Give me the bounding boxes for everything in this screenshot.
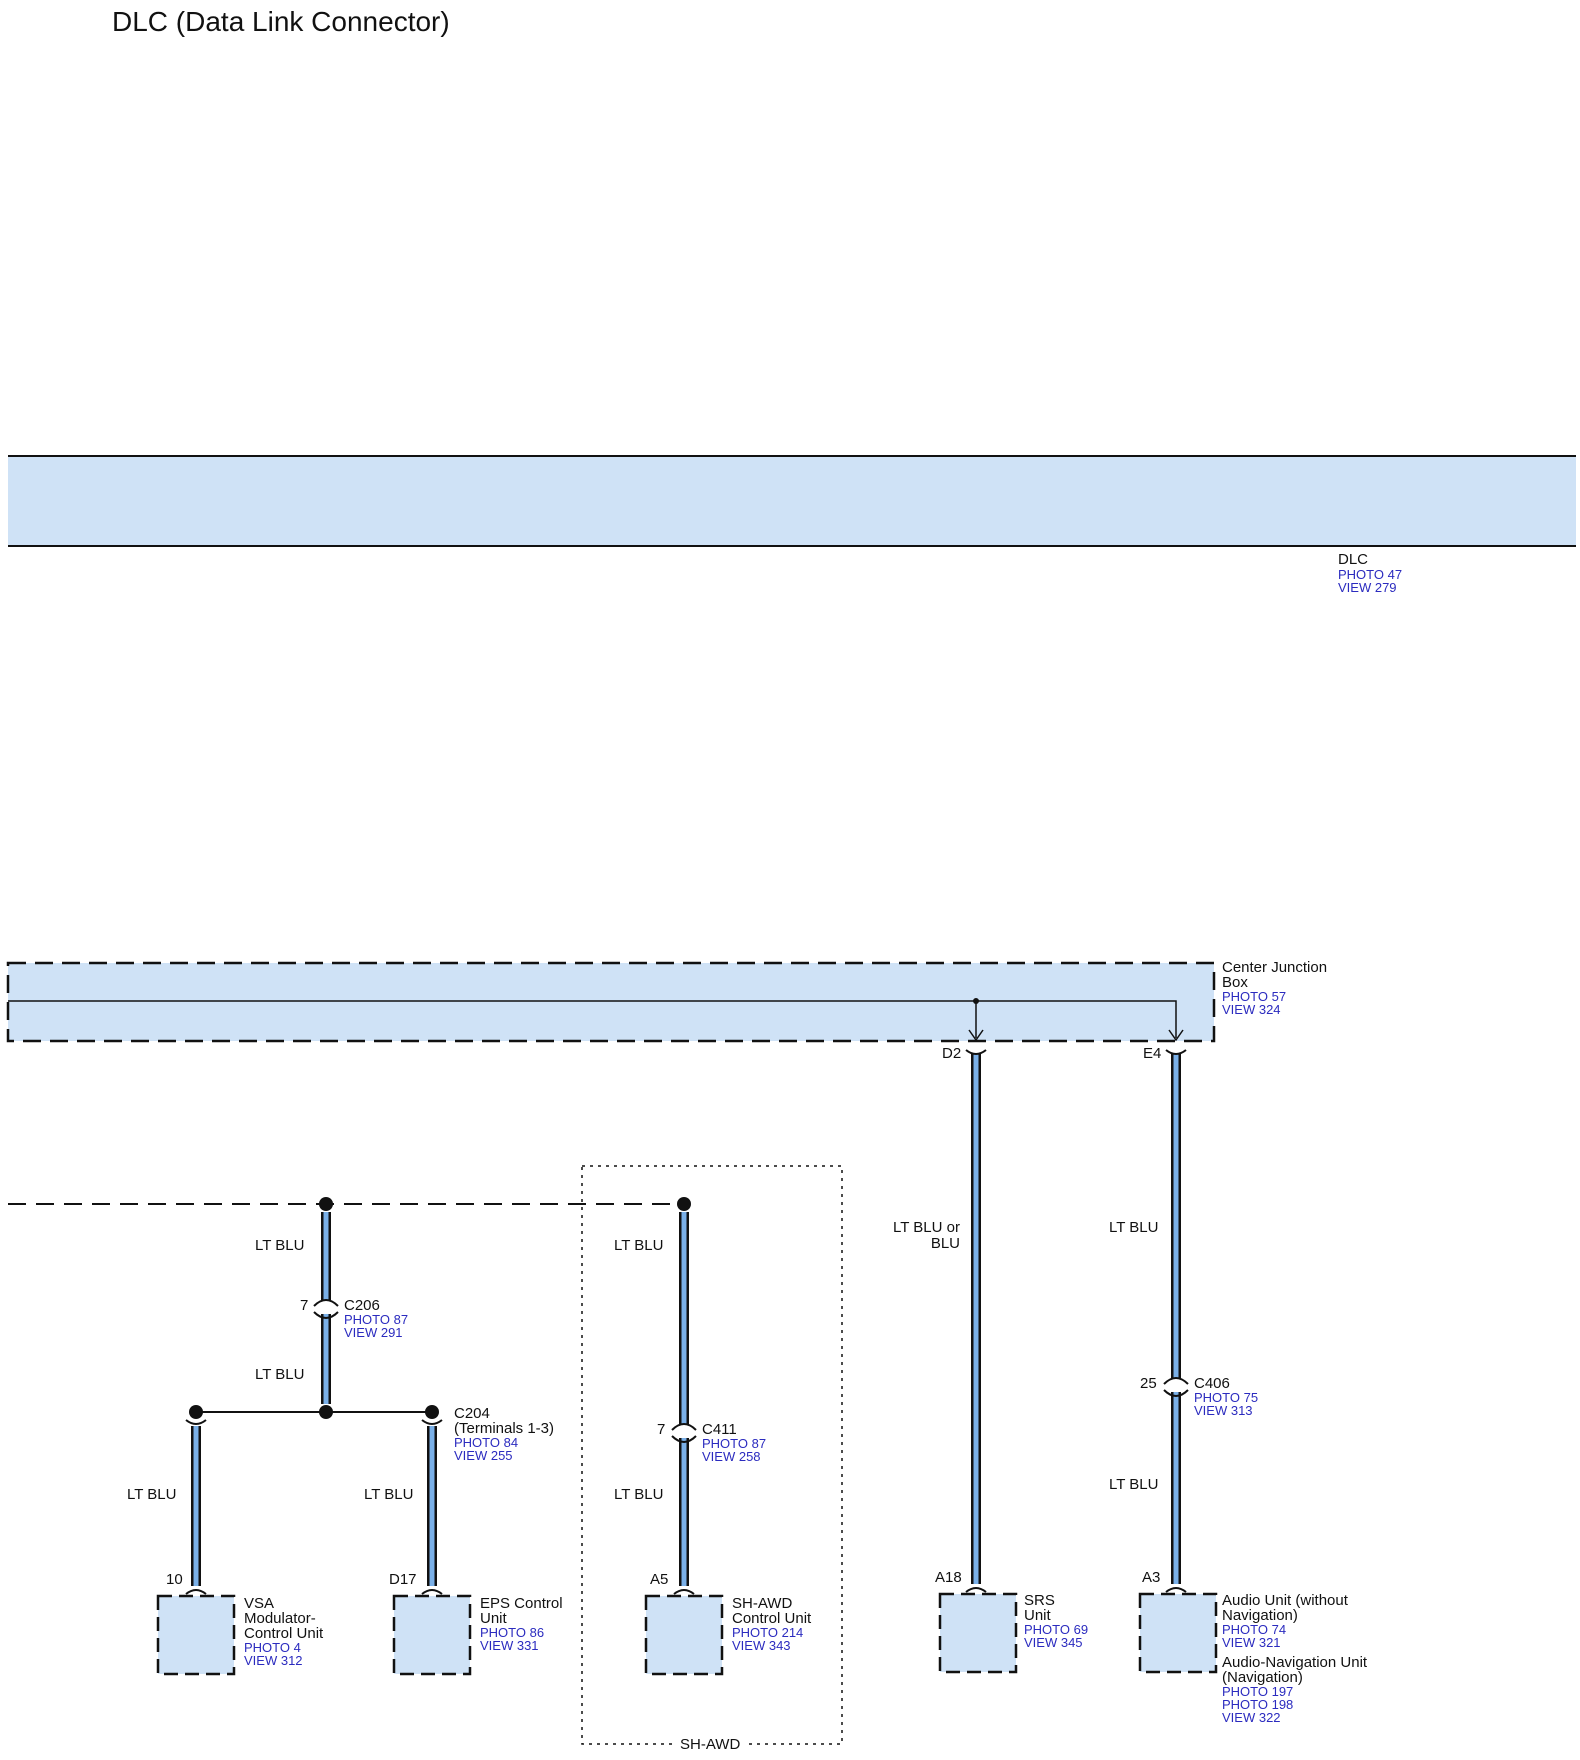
c204-photo-link[interactable]: PHOTO 84 bbox=[454, 1435, 518, 1450]
splice-right bbox=[425, 1405, 439, 1419]
connector-c206-symbol bbox=[313, 1299, 339, 1319]
wire-label-srs-2: BLU bbox=[931, 1235, 960, 1252]
pin-c206: 7 bbox=[300, 1297, 308, 1314]
terminal-srs-bottom bbox=[965, 1587, 987, 1593]
dlc-band bbox=[8, 456, 1576, 546]
vsa-unit-box bbox=[156, 1594, 236, 1676]
shawd-unit-box bbox=[644, 1594, 724, 1676]
eps-unit-label-1: EPS Control bbox=[480, 1595, 563, 1612]
pin-audio: A3 bbox=[1142, 1569, 1160, 1586]
c206-label: C206 bbox=[344, 1297, 380, 1314]
dlc-label: DLC bbox=[1338, 551, 1368, 568]
splice-left bbox=[189, 1405, 203, 1419]
splice-top-c206 bbox=[319, 1197, 333, 1211]
junction-box-label-1: Center Junction bbox=[1222, 959, 1327, 976]
terminal-eps-top bbox=[421, 1419, 443, 1425]
shawd-view-link[interactable]: VIEW 343 bbox=[732, 1638, 791, 1653]
audio-view-link[interactable]: VIEW 321 bbox=[1222, 1635, 1281, 1650]
shawd-unit-label-1: SH-AWD bbox=[732, 1595, 792, 1612]
terminal-vsa-bottom bbox=[185, 1589, 207, 1595]
c204-note: (Terminals 1-3) bbox=[454, 1420, 554, 1437]
wire-label-6: LT BLU bbox=[614, 1486, 663, 1503]
pin-eps: D17 bbox=[389, 1571, 417, 1588]
pin-c411: 7 bbox=[657, 1421, 665, 1438]
c406-photo-link[interactable]: PHOTO 75 bbox=[1194, 1390, 1258, 1405]
junction-box bbox=[6, 961, 1216, 1043]
terminal-e4 bbox=[1165, 1049, 1187, 1055]
eps-unit-box bbox=[392, 1594, 472, 1676]
wire-label-5: LT BLU bbox=[614, 1237, 663, 1254]
shawd-photo-link[interactable]: PHOTO 214 bbox=[732, 1625, 803, 1640]
c206-photo-link[interactable]: PHOTO 87 bbox=[344, 1312, 408, 1327]
pin-vsa: 10 bbox=[166, 1571, 183, 1588]
pin-e4: E4 bbox=[1143, 1045, 1161, 1062]
vsa-view-link[interactable]: VIEW 312 bbox=[244, 1653, 303, 1668]
splice-top-shawd bbox=[677, 1197, 691, 1211]
junction-box-internal-wire bbox=[8, 1000, 1177, 1038]
vsa-unit-label-3: Control Unit bbox=[244, 1625, 324, 1642]
c406-label: C406 bbox=[1194, 1375, 1230, 1392]
wire-label-8: LT BLU bbox=[1109, 1476, 1158, 1493]
shawd-unit-label-2: Control Unit bbox=[732, 1610, 812, 1627]
wire-label-7: LT BLU bbox=[1109, 1219, 1158, 1236]
wire-label-1: LT BLU bbox=[255, 1237, 304, 1254]
terminal-d2 bbox=[965, 1049, 987, 1055]
c206-view-link[interactable]: VIEW 291 bbox=[344, 1325, 403, 1340]
arrow-e4 bbox=[1168, 1029, 1184, 1042]
terminal-audio-bottom bbox=[1165, 1587, 1187, 1593]
c204-label: C204 bbox=[454, 1405, 490, 1422]
junction-splice bbox=[973, 998, 979, 1004]
junction-box-photo-link[interactable]: PHOTO 57 bbox=[1222, 989, 1286, 1004]
vsa-photo-link[interactable]: PHOTO 4 bbox=[244, 1640, 301, 1655]
splice-center bbox=[319, 1405, 333, 1419]
srs-unit-label-1: SRS bbox=[1024, 1592, 1055, 1609]
terminal-shawd-bottom bbox=[673, 1589, 695, 1595]
eps-unit-label-2: Unit bbox=[480, 1610, 508, 1627]
wire-label-srs-1: LT BLU or bbox=[893, 1219, 960, 1236]
c411-view-link[interactable]: VIEW 258 bbox=[702, 1449, 761, 1464]
c204-view-link[interactable]: VIEW 255 bbox=[454, 1448, 513, 1463]
dlc-photo-link[interactable]: PHOTO 47 bbox=[1338, 567, 1402, 582]
eps-view-link[interactable]: VIEW 331 bbox=[480, 1638, 539, 1653]
pin-c406: 25 bbox=[1140, 1375, 1157, 1392]
wire-label-3: LT BLU bbox=[127, 1486, 176, 1503]
page-title: DLC (Data Link Connector) bbox=[112, 6, 450, 37]
audio-photo-link[interactable]: PHOTO 74 bbox=[1222, 1622, 1286, 1637]
vsa-unit-label-1: VSA bbox=[244, 1595, 274, 1612]
terminal-vsa-top bbox=[185, 1419, 207, 1425]
audio-unit-label-2: Navigation) bbox=[1222, 1607, 1298, 1624]
srs-photo-link[interactable]: PHOTO 69 bbox=[1024, 1622, 1088, 1637]
audio-unit-label-1: Audio Unit (without bbox=[1222, 1592, 1349, 1609]
connector-c406-symbol bbox=[1163, 1377, 1189, 1397]
arrow-d2 bbox=[968, 1029, 984, 1042]
c411-label: C411 bbox=[702, 1421, 737, 1438]
audio-nav-unit-label-2: (Navigation) bbox=[1222, 1669, 1303, 1686]
vsa-unit-label-2: Modulator- bbox=[244, 1610, 316, 1627]
audio-nav-photo-link-1[interactable]: PHOTO 197 bbox=[1222, 1684, 1293, 1699]
audio-nav-photo-link-2[interactable]: PHOTO 198 bbox=[1222, 1697, 1293, 1712]
shawd-label-bg bbox=[676, 1734, 744, 1752]
shawd-option-label: SH-AWD bbox=[680, 1736, 740, 1753]
pin-srs: A18 bbox=[935, 1569, 962, 1586]
eps-photo-link[interactable]: PHOTO 86 bbox=[480, 1625, 544, 1640]
c411-photo-link[interactable]: PHOTO 87 bbox=[702, 1436, 766, 1451]
connector-c411-symbol bbox=[671, 1423, 697, 1443]
terminal-eps-bottom bbox=[421, 1589, 443, 1595]
dlc-view-link[interactable]: VIEW 279 bbox=[1338, 580, 1397, 595]
junction-box-label-2: Box bbox=[1222, 974, 1248, 991]
srs-view-link[interactable]: VIEW 345 bbox=[1024, 1635, 1083, 1650]
c406-view-link[interactable]: VIEW 313 bbox=[1194, 1403, 1253, 1418]
audio-nav-view-link[interactable]: VIEW 322 bbox=[1222, 1710, 1281, 1725]
wire-label-4: LT BLU bbox=[364, 1486, 413, 1503]
pin-shawd: A5 bbox=[650, 1571, 668, 1588]
audio-nav-unit-label-1: Audio-Navigation Unit bbox=[1222, 1654, 1368, 1671]
srs-unit-label-2: Unit bbox=[1024, 1607, 1052, 1624]
pin-d2: D2 bbox=[942, 1045, 961, 1062]
audio-unit-box bbox=[1138, 1592, 1218, 1674]
srs-unit-box bbox=[938, 1592, 1018, 1674]
junction-box-view-link[interactable]: VIEW 324 bbox=[1222, 1002, 1281, 1017]
wire-label-2: LT BLU bbox=[255, 1366, 304, 1383]
